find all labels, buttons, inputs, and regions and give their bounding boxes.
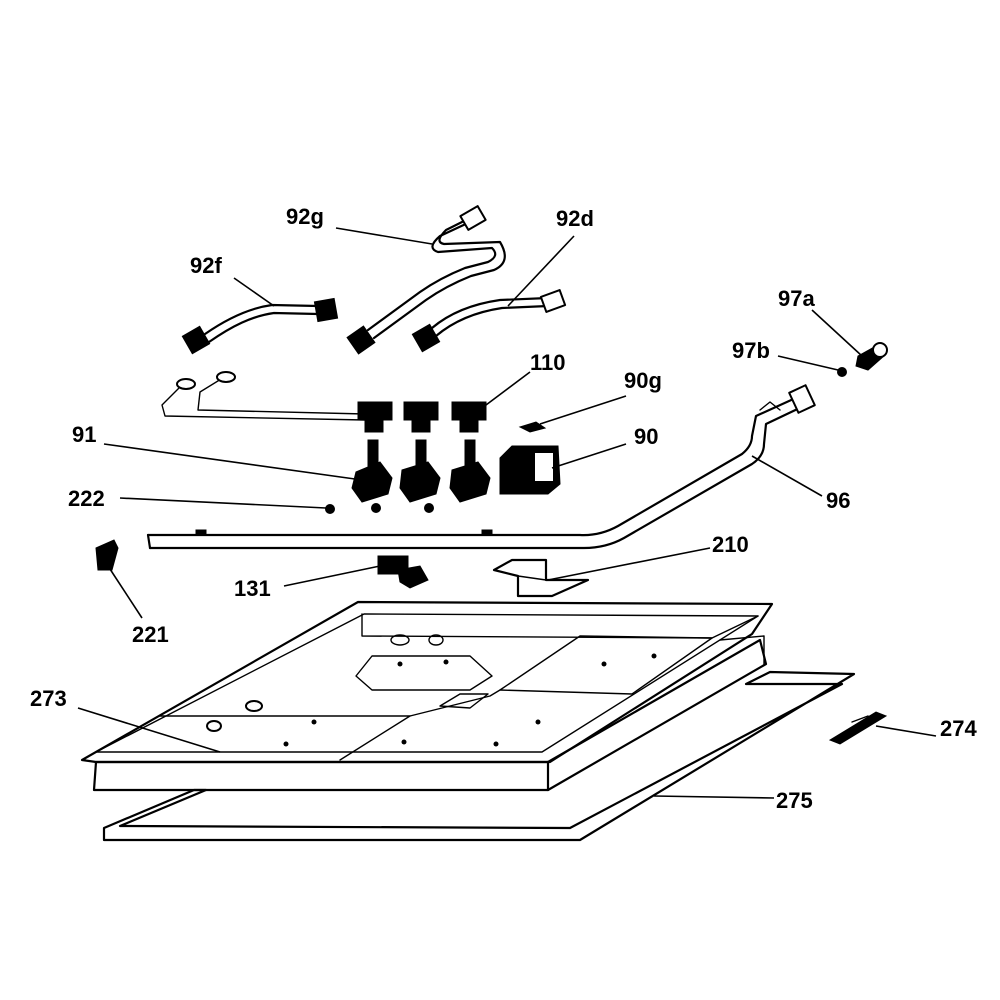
clip-221 (95, 539, 119, 571)
callout-222: 222 (68, 486, 105, 511)
gasket-90g (518, 421, 547, 433)
callout-221: 221 (132, 622, 169, 647)
gas-pipe-92g (346, 205, 506, 355)
gas-pipe-92d (411, 289, 567, 353)
hob-body-273 (80, 600, 774, 792)
seal-frame-275 (102, 670, 856, 842)
gas-pipe-92f (181, 297, 339, 355)
callout-131: 131 (234, 576, 271, 601)
callout-92g: 92g (286, 204, 324, 229)
callout-275: 275 (776, 788, 813, 813)
callout-91: 91 (72, 422, 96, 447)
callout-274: 274 (940, 716, 977, 741)
callout-92f: 92f (190, 253, 222, 278)
part-222 (325, 504, 335, 514)
callout-90g: 90g (624, 368, 662, 393)
callout-97b: 97b (732, 338, 770, 363)
callout-273: 273 (30, 686, 67, 711)
leader-lines (77, 227, 937, 799)
gas-valves-91 (351, 439, 491, 513)
screws-131 (377, 555, 429, 589)
callout-110: 110 (530, 350, 566, 375)
callout-96: 96 (826, 488, 850, 513)
wire-harness (161, 371, 366, 421)
callout-90: 90 (634, 424, 658, 449)
ignition-block-90 (499, 445, 561, 495)
callout-92d: 92d (556, 206, 594, 231)
bracket-210 (492, 558, 590, 598)
callout-97a: 97a (778, 286, 815, 311)
part-274 (828, 711, 888, 745)
fittings-97 (837, 342, 888, 377)
main-gas-rail-96 (146, 384, 816, 550)
valve-heads-110 (357, 401, 487, 433)
callout-210: 210 (712, 532, 749, 557)
